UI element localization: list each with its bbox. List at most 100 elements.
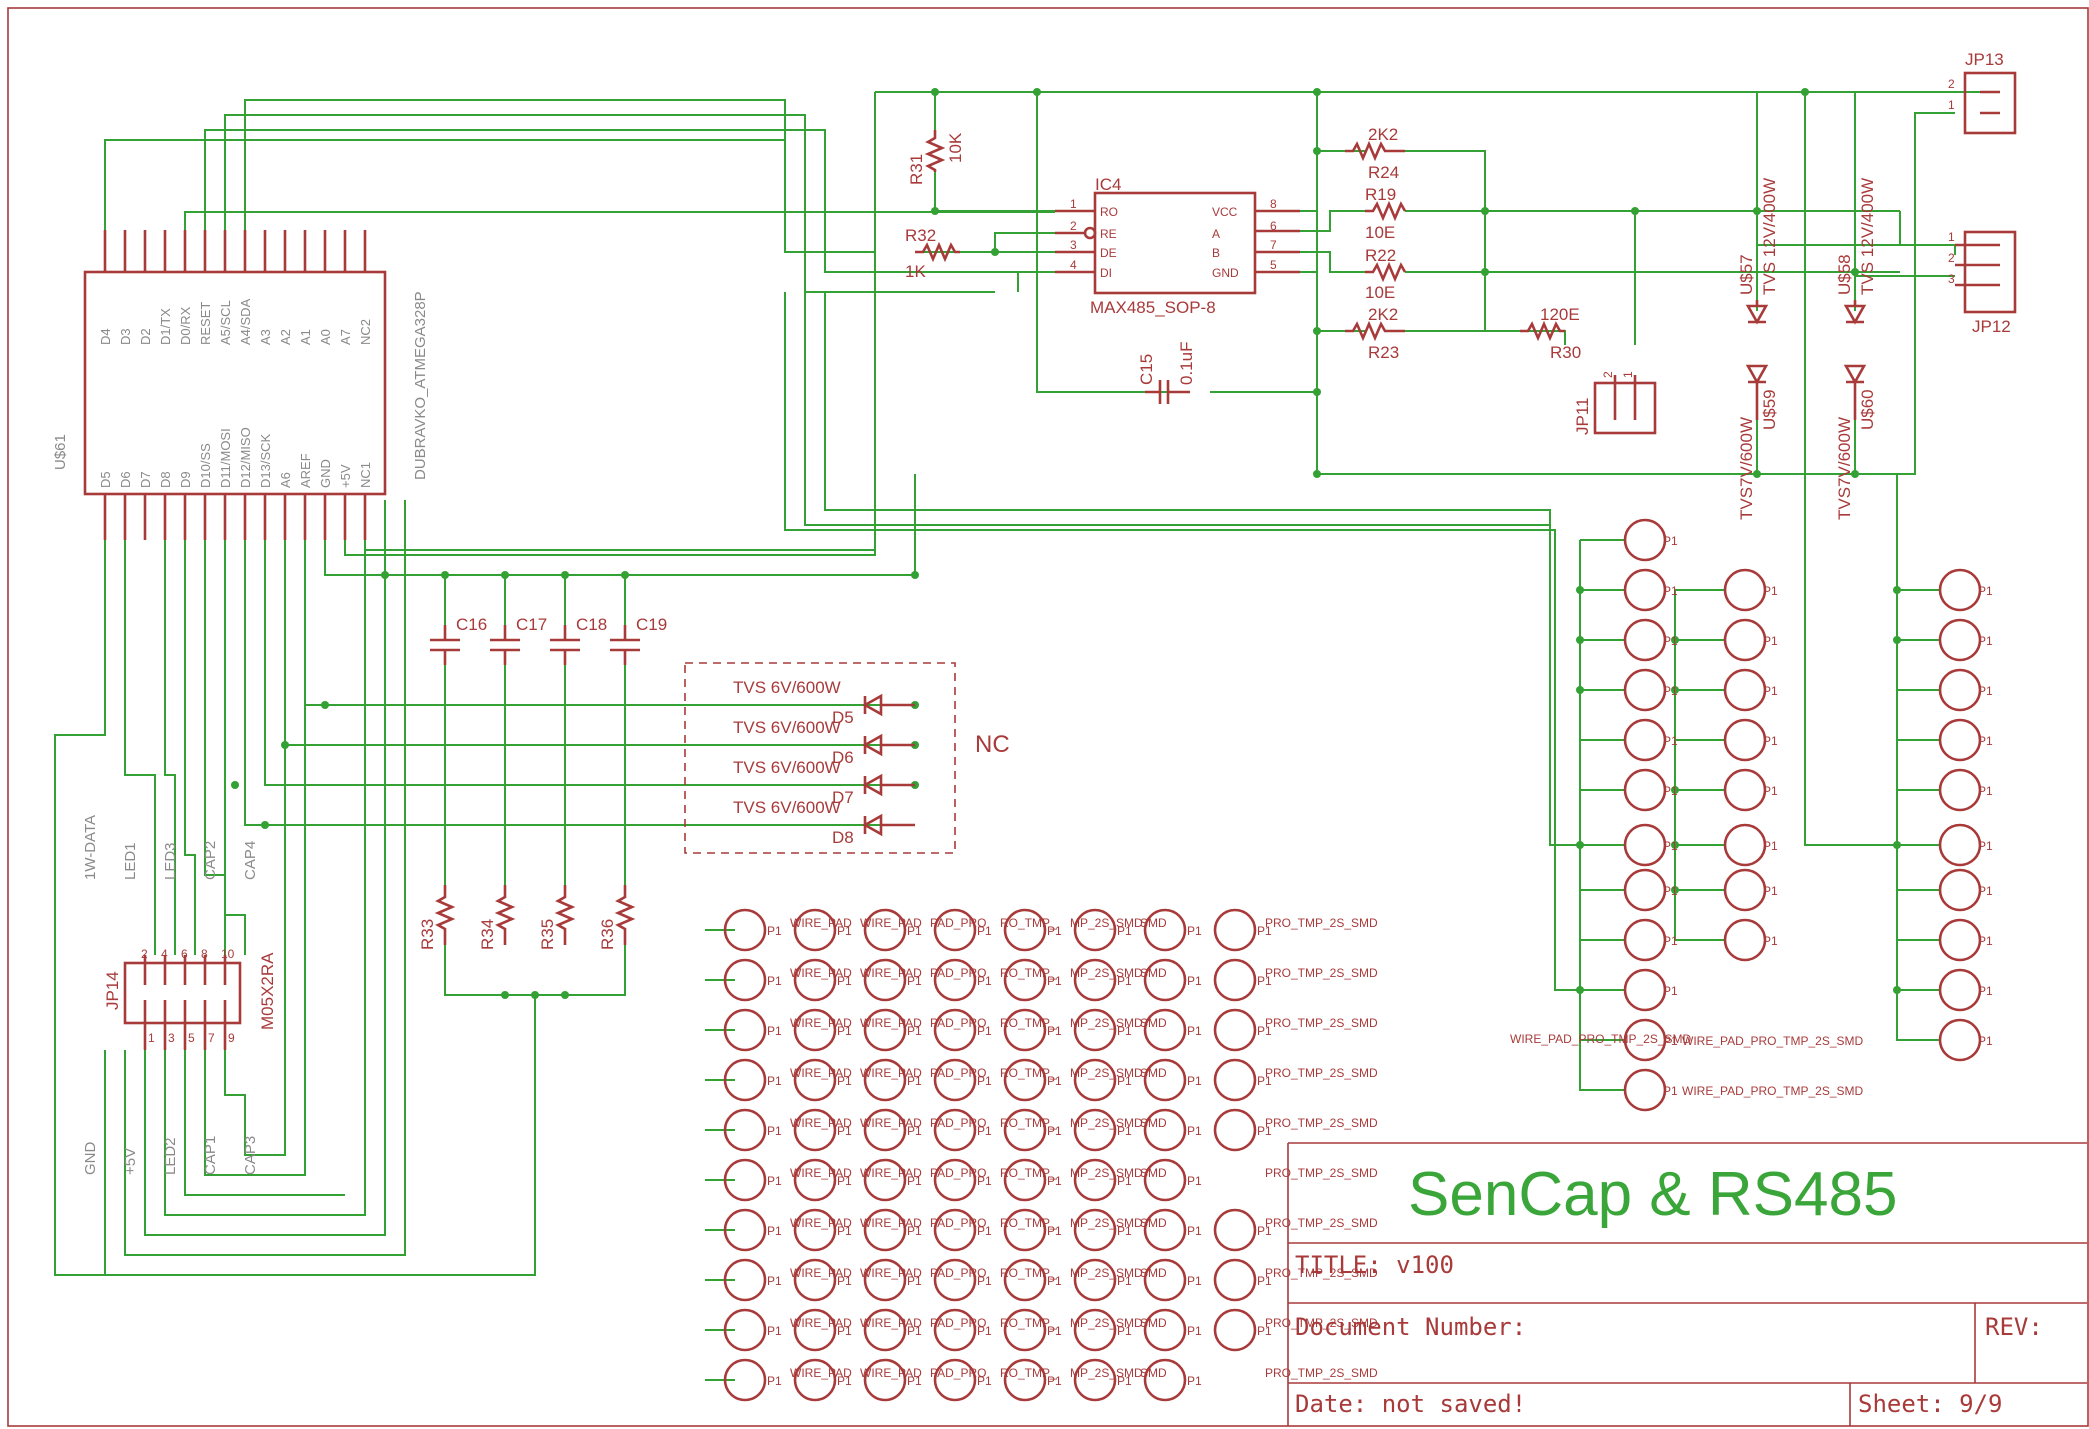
wire-pad[interactable]: P1	[1623, 823, 1678, 867]
grid-pad[interactable]: P1	[1003, 908, 1062, 952]
grid-pad[interactable]: P1	[1143, 908, 1202, 952]
grid-pad[interactable]: P1	[723, 1358, 782, 1402]
grid-pad[interactable]: P1	[1003, 958, 1062, 1002]
tvs-u57[interactable]: U$57 TVS 12V/400W	[1737, 178, 1779, 325]
grid-pad[interactable]: P1	[793, 1158, 852, 1202]
capacitor-c17[interactable]: C17	[490, 615, 547, 665]
wire-pad[interactable]: P1	[1623, 518, 1678, 562]
wire-pad[interactable]: P1	[1938, 568, 1993, 612]
wire-pad[interactable]: P1	[1938, 918, 1993, 962]
grid-pad[interactable]: P1	[933, 1208, 992, 1252]
grid-pad[interactable]: P1	[863, 908, 922, 952]
grid-pad[interactable]: P1	[1213, 1058, 1272, 1102]
wire-pad[interactable]: P1	[1623, 918, 1678, 962]
capacitor-c19[interactable]: C19	[610, 615, 667, 665]
grid-pad[interactable]: P1	[1213, 1308, 1272, 1352]
grid-pad[interactable]: P1	[1003, 1158, 1062, 1202]
wire-pad[interactable]: P1	[1623, 1068, 1678, 1112]
grid-pad[interactable]: P1	[1143, 1208, 1202, 1252]
tvs-u58[interactable]: U$58 TVS 12V/400W	[1835, 178, 1877, 325]
resistor-r34[interactable]: R34	[478, 885, 516, 950]
wire-pad[interactable]: P1	[1623, 1018, 1678, 1062]
grid-pad[interactable]: P1	[793, 1058, 852, 1102]
grid-pad[interactable]: P1	[863, 1008, 922, 1052]
grid-pad[interactable]: P1	[863, 1058, 922, 1102]
grid-pad[interactable]: P1	[793, 1208, 852, 1252]
grid-pad[interactable]: P1	[793, 958, 852, 1002]
resistor-r32[interactable]: R32 1K	[905, 226, 960, 281]
wire-pad[interactable]: P1	[1938, 823, 1993, 867]
grid-pad[interactable]: P1	[863, 1158, 922, 1202]
wire-pad[interactable]: P1	[1623, 618, 1678, 662]
wire-pad[interactable]: P1	[1938, 1018, 1993, 1062]
capacitor-c15[interactable]: C15 0.1uF	[1137, 342, 1196, 404]
grid-pad[interactable]: P1	[1143, 1008, 1202, 1052]
grid-pad[interactable]: P1	[933, 1008, 992, 1052]
grid-pad[interactable]: P1	[1143, 1058, 1202, 1102]
wire-pad[interactable]: P1	[1723, 668, 1778, 712]
grid-pad[interactable]: P1	[793, 1108, 852, 1152]
grid-pad[interactable]: P1	[1073, 1158, 1132, 1202]
grid-pad[interactable]: P1	[1143, 1158, 1202, 1202]
grid-pad[interactable]: P1	[1213, 1258, 1272, 1302]
grid-pad[interactable]: P1	[793, 1308, 852, 1352]
wire-pad[interactable]: P1	[1723, 868, 1778, 912]
grid-pad[interactable]: P1	[1073, 1358, 1132, 1402]
grid-pad[interactable]: P1	[863, 1358, 922, 1402]
connector-jp13[interactable]: JP13 2 1	[1948, 50, 2017, 135]
grid-pad[interactable]: P1	[1003, 1008, 1062, 1052]
resistor-r23[interactable]: 2K2 R23	[1345, 305, 1405, 362]
grid-pad[interactable]: P1	[1073, 1108, 1132, 1152]
grid-pad[interactable]: P1	[1073, 1058, 1132, 1102]
grid-pad[interactable]: P1	[1143, 1258, 1202, 1302]
max485-transceiver[interactable]: IC4 MAX485_SOP-8 1RO2RE3DE4DI8VCC6A7B5GN…	[1055, 175, 1300, 317]
grid-pad[interactable]: P1	[723, 1308, 782, 1352]
grid-pad[interactable]: P1	[933, 1158, 992, 1202]
grid-pad[interactable]: P1	[1073, 958, 1132, 1002]
resistor-r33[interactable]: R33	[418, 885, 456, 950]
grid-pad[interactable]: P1	[1003, 1208, 1062, 1252]
grid-pad[interactable]: P1	[793, 1358, 852, 1402]
grid-pad[interactable]: P1	[1003, 1258, 1062, 1302]
wire-pad[interactable]: P1	[1623, 718, 1678, 762]
grid-pad[interactable]: P1	[1073, 908, 1132, 952]
grid-pad[interactable]: P1	[1073, 1258, 1132, 1302]
wire-pad[interactable]: P1	[1623, 768, 1678, 812]
wire-pad[interactable]: P1	[1938, 768, 1993, 812]
grid-pad[interactable]: P1	[723, 1008, 782, 1052]
connector-jp11[interactable]: JP11 2 1	[1573, 371, 1657, 435]
grid-pad[interactable]: P1	[933, 1308, 992, 1352]
grid-pad[interactable]: P1	[863, 1208, 922, 1252]
capacitor-c18[interactable]: C18	[550, 615, 607, 665]
grid-pad[interactable]: P1	[1003, 1108, 1062, 1152]
grid-pad[interactable]: P1	[793, 1258, 852, 1302]
grid-pad[interactable]: P1	[793, 1008, 852, 1052]
wire-pad[interactable]: P1	[1723, 823, 1778, 867]
grid-pad[interactable]: P1	[933, 1108, 992, 1152]
grid-pad[interactable]: P1	[723, 1258, 782, 1302]
grid-pad[interactable]: P1	[933, 1058, 992, 1102]
wire-pad[interactable]: P1	[1938, 668, 1993, 712]
wire-pad[interactable]: P1	[1623, 668, 1678, 712]
wire-pad[interactable]: P1	[1723, 768, 1778, 812]
resistor-r31[interactable]: R31 10K	[907, 130, 965, 185]
grid-pad[interactable]: P1	[863, 1108, 922, 1152]
grid-pad[interactable]: P1	[933, 958, 992, 1002]
tvs-u59[interactable]: TVS7V/600W U$59	[1737, 364, 1779, 520]
grid-pad[interactable]: P1	[933, 1358, 992, 1402]
connector-jp12[interactable]: JP12 1 2 3	[1948, 230, 2017, 336]
wire-pad[interactable]: P1	[1623, 968, 1678, 1012]
wire-pad[interactable]: P1	[1723, 568, 1778, 612]
grid-pad[interactable]: P1	[723, 1158, 782, 1202]
grid-pad[interactable]: P1	[1213, 1208, 1272, 1252]
grid-pad[interactable]: P1	[1003, 1358, 1062, 1402]
grid-pad[interactable]: P1	[1213, 1108, 1272, 1152]
grid-pad[interactable]: P1	[1143, 958, 1202, 1002]
wire-pad[interactable]: P1	[1938, 718, 1993, 762]
wire-pad[interactable]: P1	[1723, 718, 1778, 762]
wire-pad[interactable]: P1	[1623, 868, 1678, 912]
tvs-u60[interactable]: TVS7V/600W U$60	[1835, 364, 1877, 520]
